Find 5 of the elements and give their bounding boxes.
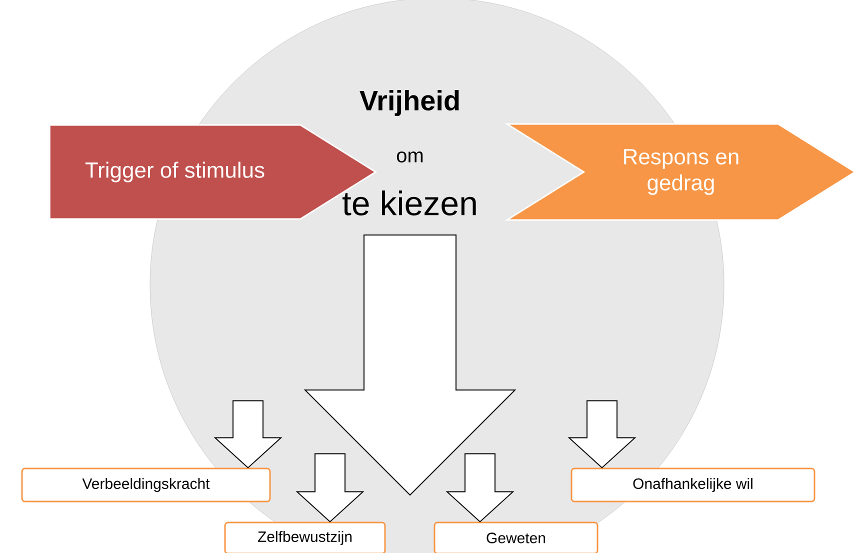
- heading-text: Vrijheid: [360, 90, 459, 116]
- block-arrow: [304, 234, 516, 496]
- label-box: Onafhankelijke wil: [570, 468, 816, 502]
- heading-text: om: [396, 152, 423, 162]
- label-box: Verbeeldingskracht: [21, 468, 271, 502]
